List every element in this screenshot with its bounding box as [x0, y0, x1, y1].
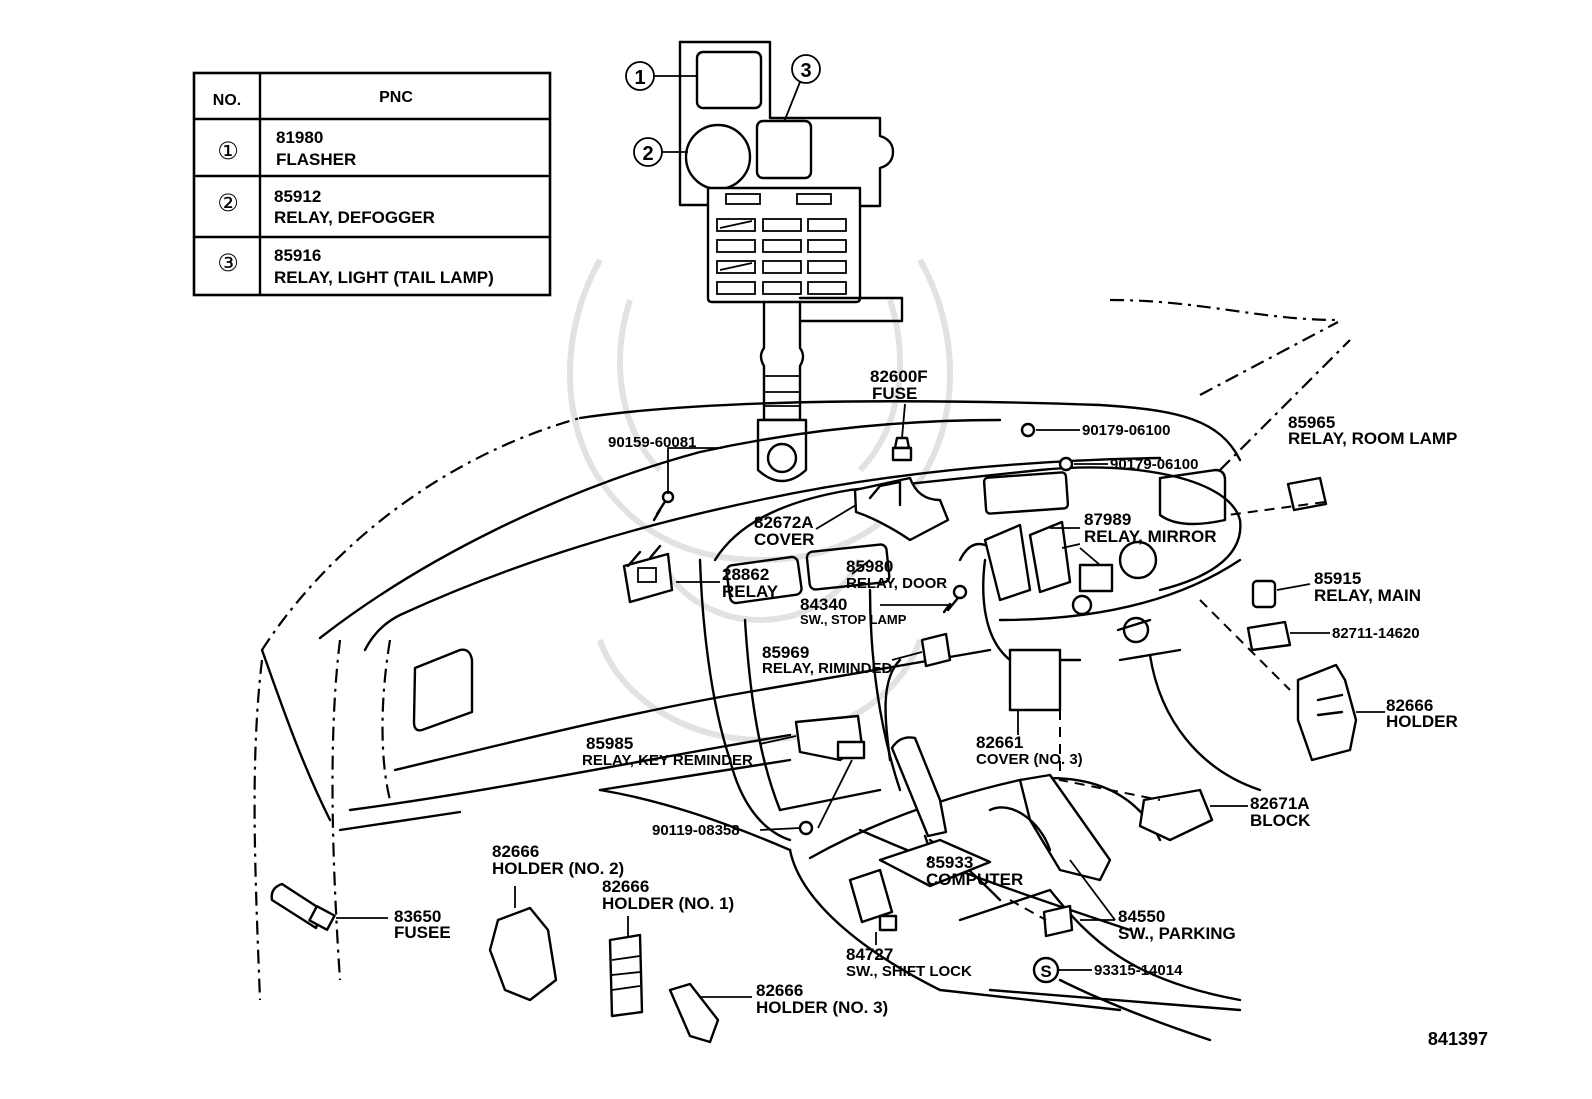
label-87989-number: 87989	[1084, 510, 1131, 529]
callout-3-number: 3	[800, 60, 811, 82]
label-82666-no3-number: 82666	[756, 981, 803, 1000]
label-28862-name: RELAY	[722, 582, 779, 601]
drawing-number: 841397	[1428, 1029, 1488, 1049]
label-90179-b: 90179-06100	[1110, 456, 1198, 473]
label-90119: 90119-08358	[652, 822, 740, 839]
table-header-no: NO.	[213, 92, 241, 109]
junction-block: ① 1 ② 2 ③ 3	[625, 40, 904, 483]
label-84550-name: SW., PARKING	[1118, 924, 1236, 943]
label-85980-number: 85980	[846, 557, 893, 576]
table-row-pnc: 81980	[276, 128, 323, 147]
label-85933-name: COMPUTER	[926, 870, 1023, 889]
label-85969-number: 85969	[762, 643, 809, 662]
leader-lines	[336, 403, 1385, 998]
label-83650-name: FUSEE	[394, 923, 451, 942]
label-82672A-number: 82672A	[754, 513, 814, 532]
label-85980-name: RELAY, DOOR	[846, 575, 947, 592]
label-84727-name: SW., SHIFT LOCK	[846, 963, 972, 980]
label-84727-number: 84727	[846, 945, 893, 964]
label-85933-number: 85933	[926, 853, 973, 872]
label-82666-no2-name: HOLDER (NO. 2)	[492, 859, 624, 878]
label-85965-name: RELAY, ROOM LAMP	[1288, 429, 1457, 448]
label-85985-number: 85985	[586, 734, 633, 753]
label-82600F-name: FUSE	[872, 384, 917, 403]
table-row-name: RELAY, DEFOGGER	[274, 208, 435, 227]
table-row-name: RELAY, LIGHT (TAIL LAMP)	[274, 268, 494, 287]
table-row-name: FLASHER	[276, 150, 356, 169]
pnc-table: NO. PNC ① 81980 FLASHER ② 85912 RELAY, D…	[192, 71, 552, 297]
label-82666-no2-number: 82666	[492, 842, 539, 861]
label-87989-name: RELAY, MIRROR	[1084, 527, 1217, 546]
label-82666-no1-name: HOLDER (NO. 1)	[602, 894, 734, 913]
table-header-pnc: PNC	[379, 89, 413, 106]
dashboard-outline	[253, 298, 1351, 1042]
table-row-pnc: 85916	[274, 246, 321, 265]
table-row-no: ③	[217, 249, 239, 277]
label-82661-name: COVER (NO. 3)	[976, 751, 1083, 768]
label-82671A-number: 82671A	[1250, 794, 1310, 813]
label-85969-name: RELAY, RIMINDED	[762, 660, 892, 677]
label-84340-name: SW., STOP LAMP	[800, 612, 907, 627]
label-28862-number: 28862	[722, 565, 769, 584]
table-row-pnc: 85912	[274, 187, 321, 206]
callout-1-number: 1	[634, 67, 645, 89]
label-82666-holder-number: 82666	[1386, 696, 1433, 715]
label-82600F-number: 82600F	[870, 367, 928, 386]
label-85985-name: RELAY, KEY REMINDER	[582, 752, 753, 769]
label-90179-a: 90179-06100	[1082, 422, 1170, 439]
label-90159: 90159-60081	[608, 434, 696, 451]
label-93315: 93315-14014	[1094, 962, 1183, 979]
label-85915-name: RELAY, MAIN	[1314, 586, 1421, 605]
table-row-no: ②	[217, 189, 239, 217]
label-82672A-name: COVER	[754, 530, 814, 549]
part-labels: 82600F FUSE 90159-60081 90179-06100 9017…	[394, 367, 1488, 1049]
label-82671A-name: BLOCK	[1250, 811, 1311, 830]
label-85915-number: 85915	[1314, 569, 1361, 588]
label-82666-holder-name: HOLDER	[1386, 712, 1458, 731]
label-83650-number: 83650	[394, 907, 441, 926]
label-85965-number: 85965	[1288, 413, 1335, 432]
callout-s: S	[1040, 962, 1051, 981]
parts: S	[270, 422, 1358, 1044]
label-84340-number: 84340	[800, 595, 847, 614]
label-82711: 82711-14620	[1332, 625, 1420, 642]
label-82666-no1-number: 82666	[602, 877, 649, 896]
label-82661-number: 82661	[976, 733, 1023, 752]
label-84550-number: 84550	[1118, 907, 1165, 926]
callout-2-number: 2	[642, 143, 653, 165]
table-row-no: ①	[217, 137, 239, 165]
label-82666-no3-name: HOLDER (NO. 3)	[756, 998, 888, 1017]
